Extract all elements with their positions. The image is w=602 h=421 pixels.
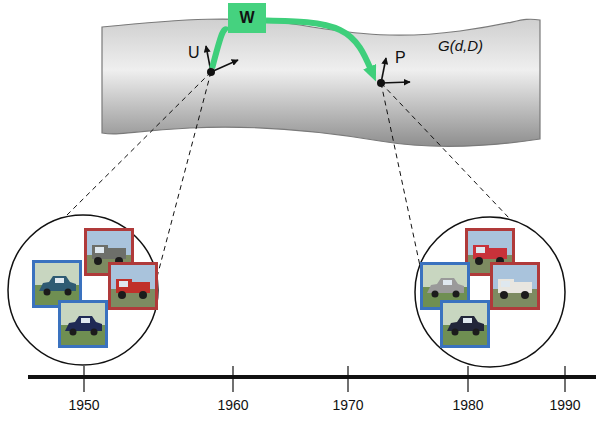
year-label: 1990 [549, 397, 580, 413]
transform-label: W [239, 9, 254, 27]
manifold-name: G(d,D) [438, 37, 483, 54]
photo-circle-1980s [415, 217, 565, 367]
tangent-vectors [206, 46, 410, 83]
point-dot: U [207, 68, 215, 76]
year-label: 1980 [452, 397, 483, 413]
manifold-shape [100, 15, 542, 152]
timeline-axis [28, 366, 596, 392]
manifold-region: G(d,D) U P [100, 15, 542, 152]
photo-circle-1950s [8, 215, 158, 365]
year-label: 1970 [332, 397, 363, 413]
point-label: P [395, 49, 406, 67]
transform-box: W [228, 3, 266, 33]
point-dot: P [377, 79, 385, 87]
transform-arrow [266, 20, 371, 70]
point-label: U [188, 44, 200, 62]
transform-arrow [212, 29, 228, 68]
year-label: 1960 [217, 397, 248, 413]
year-label: 1950 [68, 397, 99, 413]
